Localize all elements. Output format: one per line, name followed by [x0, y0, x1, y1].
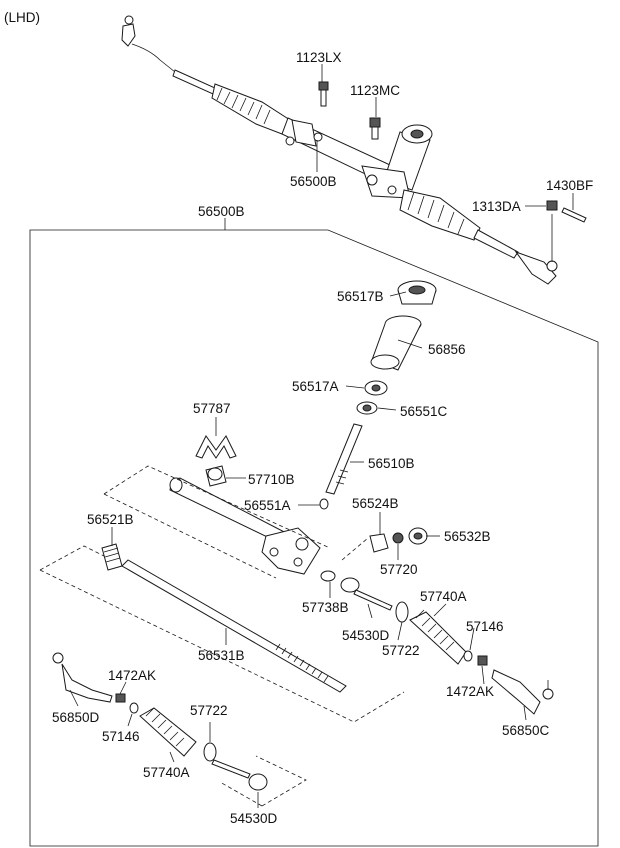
label-54530d-left: 54530D [230, 811, 278, 826]
label-56517b: 56517B [337, 289, 384, 304]
label-1123mc: 1123MC [350, 83, 400, 98]
label-57787: 57787 [193, 401, 231, 416]
label-1472ak-left: 1472AK [108, 668, 156, 683]
label-56551c: 56551C [400, 404, 448, 419]
label-56500b-top: 56500B [290, 174, 337, 189]
label-1472ak-right: 1472AK [446, 684, 494, 699]
label-56510b: 56510B [368, 456, 415, 471]
label-57740a-right: 57740A [420, 589, 467, 604]
label-57740a-left: 57740A [143, 765, 190, 780]
label-1313da: 1313DA [472, 199, 521, 214]
label-56521b: 56521B [87, 512, 134, 527]
top-leader-lines [224, 64, 574, 230]
label-56531b: 56531B [198, 648, 245, 663]
group-frame [29, 229, 599, 847]
part-labels: (LHD) 1123LX 1123MC 56500B 1430BF 1313DA… [4, 10, 593, 826]
label-57710b: 57710B [248, 472, 295, 487]
label-1123lx: 1123LX [296, 50, 342, 65]
label-57146-left: 57146 [102, 729, 140, 744]
exploded-parts-illustration [52, 280, 554, 791]
label-57738b: 57738B [302, 600, 349, 615]
steering-gear-assembly-illustration [121, 15, 587, 285]
label-56856: 56856 [428, 342, 466, 357]
label-56850d: 56850D [52, 710, 100, 725]
label-57722-left: 57722 [190, 703, 228, 718]
label-56517a: 56517A [292, 379, 339, 394]
label-56500b-frame: 56500B [198, 204, 245, 219]
label-56551a: 56551A [244, 498, 291, 513]
label-1430bf: 1430BF [546, 178, 593, 193]
exploded-guide-lines [39, 465, 405, 807]
label-57720: 57720 [380, 562, 418, 577]
label-56524b: 56524B [352, 496, 399, 511]
label-56532b: 56532B [444, 529, 491, 544]
label-57146-right: 57146 [466, 619, 504, 634]
label-56850c: 56850C [502, 723, 550, 738]
exploded-leader-lines [69, 291, 527, 808]
label-54530d-right: 54530D [342, 628, 390, 643]
label-57722-right: 57722 [382, 643, 420, 658]
region-label-lhd: (LHD) [4, 10, 40, 25]
